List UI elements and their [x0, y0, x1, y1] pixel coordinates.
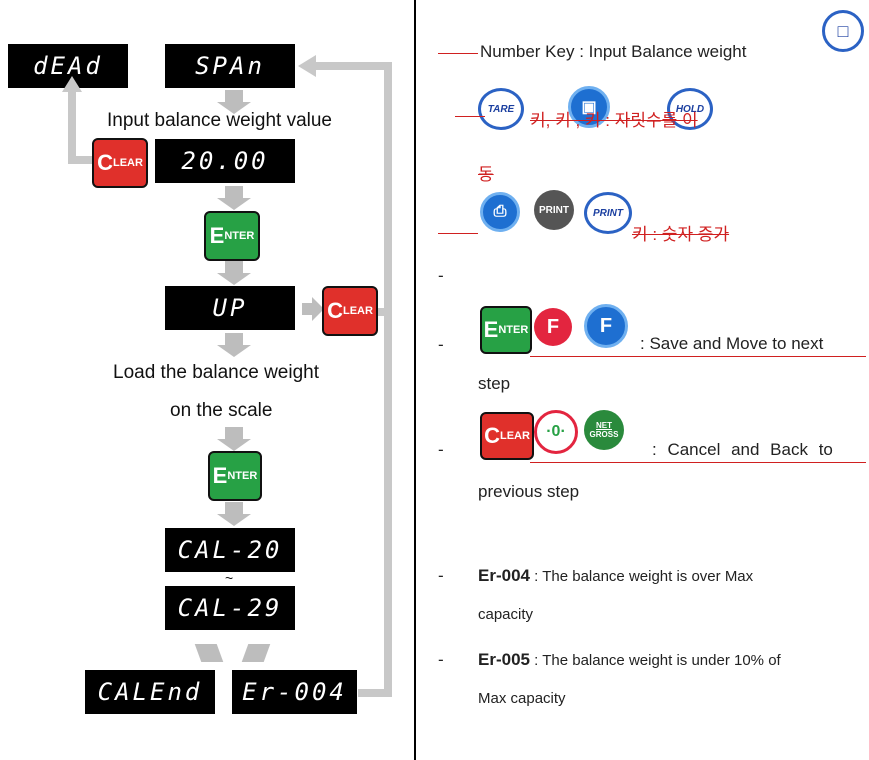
display-cal29: CAL-29: [165, 586, 295, 630]
tare-key-icon: TARE: [478, 88, 524, 130]
scale-key-icon: ▣: [568, 86, 610, 128]
enter-key-e: E: [212, 463, 228, 488]
enter-key-e: E: [209, 223, 225, 248]
cancel-text: : Cancel and Back to: [652, 440, 833, 459]
er005-text-2: Max capacity: [478, 690, 566, 707]
er005-text: : The balance weight is under 10% of: [529, 652, 781, 669]
arrow-diag-left: [194, 644, 224, 662]
dash-cancel: -: [438, 440, 444, 459]
save-text-2: step: [478, 374, 511, 393]
korean-move-text: 키, 키 , 키 : 자릿수를 이: [530, 111, 698, 130]
dash-empty: -: [438, 266, 444, 285]
arrow-down-6: [217, 502, 251, 526]
print-key-icon-1: ⎙: [480, 192, 520, 232]
dash-save: -: [438, 335, 444, 354]
save-text: : Save and Move to next: [640, 334, 824, 353]
number-key-text: Number Key : Input Balance weight: [480, 42, 747, 61]
er004-line: Er-004 : The balance weight is over Max: [478, 566, 753, 586]
back-line-v: [68, 90, 76, 162]
clear-key-rest: LEAR: [112, 157, 143, 169]
clear-key-rest: LEAR: [499, 430, 530, 442]
zero-key-icon: ·0·: [534, 410, 578, 454]
zero-icon: □: [822, 10, 864, 52]
tilde: ~: [225, 570, 234, 586]
arrow-right-up: [302, 303, 312, 315]
display-up: UP: [165, 286, 295, 330]
arrow-down-3: [217, 261, 251, 285]
print-key-icon-3: PRINT: [584, 192, 632, 234]
enter-key-rest: NTER: [498, 324, 529, 336]
er004-code: Er-004: [478, 566, 530, 585]
arrow-down-4: [217, 333, 251, 357]
dash-er005: -: [438, 650, 444, 669]
back-arrowhead: [62, 76, 82, 92]
input-balance-text: Input balance weight value: [107, 110, 332, 131]
clear-key-c: C: [327, 298, 343, 323]
display-cal20: CAL-20: [165, 528, 295, 572]
enter-key-rest: NTER: [224, 230, 255, 242]
er005-code: Er-005: [478, 650, 530, 669]
net-label: NET: [596, 421, 612, 430]
arrow-down-5: [217, 427, 251, 451]
return-arrowhead: [298, 55, 316, 77]
return-line-bottom: [358, 689, 392, 697]
return-line-top: [316, 62, 392, 70]
display-value: 20.00: [155, 139, 295, 183]
display-er004: Er-004: [232, 670, 357, 714]
er004-text-2: capacity: [478, 606, 534, 623]
dash-er004: -: [438, 566, 444, 585]
er004-text: : The balance weight is over Max: [529, 568, 754, 585]
gross-label: GROSS: [589, 430, 619, 439]
arrow-down-2: [217, 186, 251, 210]
f-key-red-icon: F: [534, 308, 572, 346]
cancel-underline: [530, 462, 866, 463]
return-line-vertical: [384, 66, 392, 696]
f-key-blue-icon: F: [584, 304, 628, 348]
strike-2a: [455, 116, 485, 117]
load-text-1: Load the balance weight: [113, 362, 319, 383]
display-span: SPAn: [165, 44, 295, 88]
hold-key-icon: HOLD: [667, 88, 713, 130]
er005-line: Er-005 : The balance weight is under 10%…: [478, 650, 781, 670]
net-gross-key-icon: NET GROSS: [584, 410, 624, 450]
save-underline: [530, 356, 866, 357]
arrow-diag-right: [241, 644, 271, 662]
clear-key-rest: LEAR: [342, 305, 373, 317]
load-text-2: on the scale: [170, 400, 273, 421]
clear-key-c: C: [97, 150, 113, 175]
back-line-h: [68, 156, 94, 164]
enter-key-rest: NTER: [227, 470, 258, 482]
korean-move-text-2: 동: [478, 165, 494, 184]
arrow-right-head: [312, 297, 324, 321]
display-calend: CALEnd: [85, 670, 215, 714]
cancel-text-2: previous step: [478, 482, 580, 501]
print-key-icon-2: PRINT: [534, 190, 574, 230]
column-divider: [414, 0, 416, 760]
strike-1a: [438, 53, 478, 54]
enter-key-e: E: [483, 317, 499, 342]
arrow-down-1: [217, 90, 251, 114]
clear-key-c: C: [484, 423, 500, 448]
strike-3a: [438, 233, 478, 234]
korean-inc-text: 키 : 숫자 증가: [632, 225, 730, 244]
